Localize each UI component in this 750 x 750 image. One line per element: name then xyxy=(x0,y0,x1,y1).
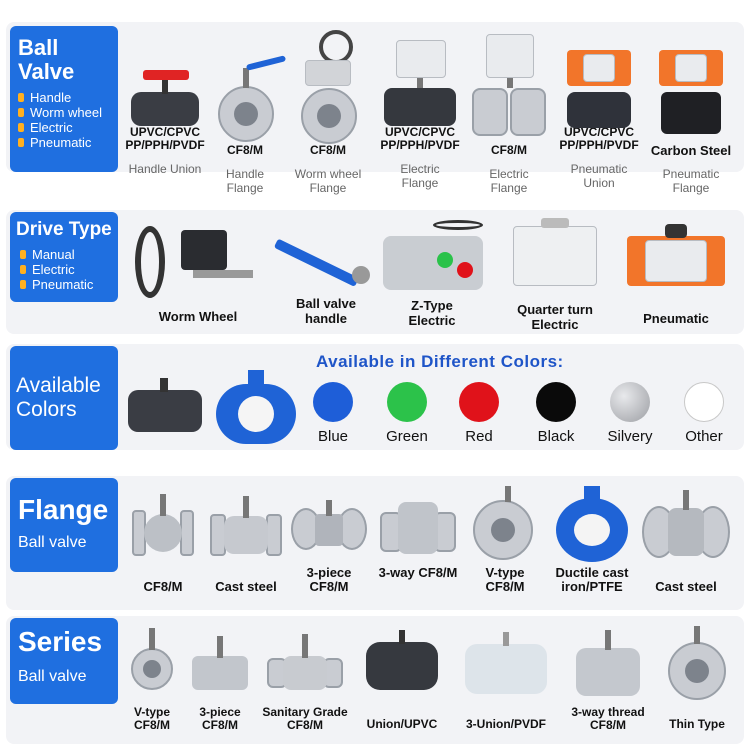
v-type-series-valve-image xyxy=(125,622,179,706)
flange-item[interactable]: 3-way CF8/M xyxy=(376,484,460,580)
ball-valve-title: Ball Valve xyxy=(18,35,75,84)
flange-item[interactable]: 3-piece CF8/M xyxy=(290,484,368,594)
drive-list-item: Electric xyxy=(18,120,110,135)
three-piece-series-valve-image xyxy=(190,622,250,706)
drive-list-item: Worm wheel xyxy=(18,105,110,120)
green-swatch xyxy=(387,382,427,422)
drive-list-item: Handle xyxy=(18,90,110,105)
ball-valve-item[interactable]: UPVC/CPVC PP/PPH/PVDF Electric Flange xyxy=(374,30,466,190)
three-piece-flange-valve-image xyxy=(291,484,367,566)
series-subtitle: Ball valve xyxy=(18,668,87,685)
series-item[interactable]: Sanitary Grade CF8/M xyxy=(258,622,352,732)
flange-item[interactable]: CF8/M xyxy=(126,484,200,593)
flange-title: Flange xyxy=(18,494,109,525)
ball-valve-drive-list: Handle Worm wheel Electric Pneumatic xyxy=(18,90,110,150)
series-title: Series xyxy=(18,626,103,657)
blue-swatch xyxy=(313,382,353,422)
color-swatch-red[interactable]: Red xyxy=(449,382,509,445)
worm-wheel-actuator-image xyxy=(133,216,263,304)
bullet-icon xyxy=(20,280,26,289)
stainless-flange-handle-valve-image xyxy=(208,30,287,142)
series-item[interactable]: Thin Type xyxy=(660,622,734,731)
ball-valve-tag: Ball Valve Handle Worm wheel Electric Pn… xyxy=(10,26,118,172)
ball-valve-item[interactable]: CF8/M Electric Flange xyxy=(470,30,548,195)
three-way-thread-valve-image xyxy=(570,622,646,706)
color-swatch-black[interactable]: Black xyxy=(526,382,586,445)
color-swatch-green[interactable]: Green xyxy=(377,382,437,445)
three-way-flange-valve-image xyxy=(378,484,458,566)
flange-item[interactable]: Ductile cast iron/PTFE xyxy=(544,484,640,594)
color-swatch-silvery[interactable]: Silvery xyxy=(598,382,662,445)
colors-title: Available Colors xyxy=(16,374,101,421)
colors-headline: Available in Different Colors: xyxy=(316,352,564,371)
drive-type-item[interactable]: Worm Wheel xyxy=(128,216,268,323)
pneumatic-carbon-steel-flange-valve-image xyxy=(651,30,731,138)
color-swatch-other[interactable]: Other xyxy=(672,382,736,445)
drive-type-panel xyxy=(6,210,744,334)
drive-type-item[interactable]: Ball valve handle xyxy=(273,216,376,326)
z-type-electric-actuator-image xyxy=(377,216,487,296)
other-swatch xyxy=(684,382,724,422)
thin-type-valve-image xyxy=(662,622,732,706)
bullet-icon xyxy=(18,138,24,147)
ball-valve-item[interactable]: CF8/M Worm wheel Flange xyxy=(288,30,368,195)
cast-steel-flange-valve-image xyxy=(208,484,284,566)
ball-valve-item[interactable]: CF8/M Handle Flange xyxy=(208,30,287,195)
drive-type-tag: Drive Type Manual Electric Pneumatic xyxy=(10,212,118,302)
black-swatch xyxy=(536,382,576,422)
drive-type-item[interactable]: Z-Type Electric xyxy=(362,216,502,328)
flange-subtitle: Ball valve xyxy=(18,534,87,551)
ductile-iron-ptfe-valve-image xyxy=(552,484,632,566)
flange-item[interactable]: Cast steel xyxy=(640,484,732,593)
silvery-swatch xyxy=(610,382,650,422)
bullet-icon xyxy=(18,108,24,117)
cf8m-flange-valve-image xyxy=(128,484,198,566)
drive-type-item[interactable]: Pneumatic xyxy=(616,216,736,325)
drive-list-item: Manual xyxy=(20,247,112,262)
drive-list-item: Pneumatic xyxy=(20,277,112,292)
bullet-icon xyxy=(20,265,26,274)
electric-stainless-flange-valve-image xyxy=(470,30,548,138)
series-item[interactable]: 3-way thread CF8/M xyxy=(564,622,652,732)
series-item[interactable]: 3-Union/PVDF xyxy=(456,622,556,731)
cast-steel-valve-image xyxy=(642,484,730,566)
flange-item[interactable]: V-type CF8/M xyxy=(466,484,544,594)
pvc-colored-valve-image xyxy=(124,374,206,444)
sanitary-grade-valve-image xyxy=(265,622,345,706)
union-upvc-valve-image xyxy=(364,622,440,706)
flange-tag: Flange Ball valve xyxy=(10,478,118,572)
series-item[interactable]: 3-piece CF8/M xyxy=(190,622,250,732)
pneumatic-pvc-union-valve-image xyxy=(559,30,639,138)
color-swatch-blue[interactable]: Blue xyxy=(303,382,363,445)
blue-ptfe-valve-image xyxy=(214,366,298,448)
flange-item[interactable]: Cast steel xyxy=(206,484,286,593)
bullet-icon xyxy=(20,250,26,259)
three-union-pvdf-valve-image xyxy=(461,622,551,706)
pvc-union-valve-image xyxy=(125,30,205,138)
series-item[interactable]: V-type CF8/M xyxy=(124,622,180,732)
colors-tag: Available Colors xyxy=(10,346,118,450)
drive-list-item: Electric xyxy=(20,262,112,277)
series-item[interactable]: Union/UPVC xyxy=(360,622,444,731)
ball-valve-item[interactable]: UPVC/CPVC PP/PPH/PVDF Handle Union xyxy=(122,30,208,176)
electric-pvc-flange-valve-image xyxy=(380,30,460,138)
bullet-icon xyxy=(18,93,24,102)
drive-type-list: Manual Electric Pneumatic xyxy=(20,247,112,292)
ball-valve-item[interactable]: UPVC/CPVC PP/PPH/PVDF Pneumatic Union xyxy=(554,30,644,190)
drive-type-item[interactable]: Quarter turn Electric xyxy=(500,216,610,332)
series-tag: Series Ball valve xyxy=(10,618,118,704)
drive-type-title: Drive Type xyxy=(16,219,112,240)
v-type-flange-valve-image xyxy=(467,484,543,566)
pneumatic-actuator-image xyxy=(621,216,731,296)
bullet-icon xyxy=(18,123,24,132)
ball-valve-item[interactable]: Carbon Steel Pneumatic Flange xyxy=(646,30,736,195)
quarter-turn-electric-actuator-image xyxy=(505,216,605,296)
red-swatch xyxy=(459,382,499,422)
worm-wheel-flange-valve-image xyxy=(291,30,365,144)
ball-valve-handle-image xyxy=(273,216,376,296)
drive-list-item: Pneumatic xyxy=(18,135,110,150)
